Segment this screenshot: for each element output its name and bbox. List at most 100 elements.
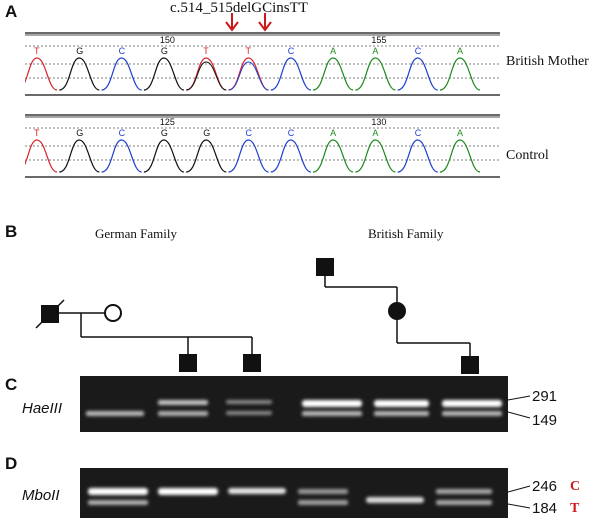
control-peak (312, 139, 354, 173)
gel-band (302, 400, 362, 407)
british-family-label: British Family (368, 226, 444, 241)
control-peak (25, 139, 58, 173)
mother-position-155: 155 (371, 35, 386, 45)
mutation-arrow-1 (225, 13, 239, 32)
gel-band (374, 400, 429, 407)
panel-d-letter: D (5, 454, 18, 473)
gel-band (374, 411, 429, 416)
allele-t-label: T (570, 501, 580, 516)
gel-band (88, 488, 148, 495)
mother-overlap-peak (186, 61, 227, 91)
control-peak (101, 139, 142, 173)
control-position-125: 125 (160, 117, 175, 127)
affected-son (461, 356, 479, 374)
control-peak (355, 139, 396, 173)
mother-peak (270, 57, 312, 91)
deceased-slash (35, 299, 65, 329)
gel-band (302, 411, 362, 416)
unaffected-mother (104, 304, 122, 322)
mother-base-call: C (415, 46, 422, 56)
mutation-arrow-2 (258, 13, 272, 32)
mother-base-call: G (161, 46, 168, 56)
mother-peak (312, 57, 354, 91)
control-base-call: C (288, 128, 295, 138)
mother-peak (355, 57, 396, 91)
panel-c-letter: C (5, 375, 18, 394)
mother-base-call: T (246, 46, 252, 56)
control-position-130: 130 (371, 117, 386, 127)
control-base-call: A (372, 128, 378, 138)
sample-label-control: Control (506, 148, 549, 163)
german-family-label: German Family (95, 226, 177, 241)
control-base-call: C (246, 128, 253, 138)
gel-band (442, 400, 502, 407)
gel-band (298, 500, 348, 505)
mother-base-call: C (288, 46, 295, 56)
mother-base-call: T (34, 46, 40, 56)
pedigree (35, 258, 479, 374)
gel-band (436, 489, 492, 494)
mother-peak (439, 57, 481, 91)
german-pedigree (35, 299, 261, 372)
gel-band (158, 400, 208, 405)
mother-peak (397, 57, 438, 91)
gel-mboii (80, 468, 508, 518)
band-size-246: 246 (532, 478, 558, 495)
control-base-call: C (415, 128, 422, 138)
control-base-call: C (119, 128, 126, 138)
panel-b-letter: B (5, 222, 18, 241)
control-peak (143, 139, 185, 173)
mutation-label: c.514_515delGCinsTT (170, 0, 308, 16)
control-peak (186, 139, 227, 173)
affected-son-2 (243, 354, 261, 372)
gel-band (226, 400, 272, 404)
control-peak (228, 139, 269, 173)
mother-base-call: C (119, 46, 126, 56)
gel-band (158, 488, 218, 495)
control-base-call: G (203, 128, 210, 138)
mother-peak (59, 57, 100, 91)
control-peak (59, 139, 100, 173)
gel-band (442, 411, 502, 416)
gel-band (366, 497, 424, 503)
band-size-149: 149 (532, 412, 558, 429)
allele-c-label: C (570, 479, 581, 494)
control-peak (439, 139, 481, 173)
gel-band (298, 489, 348, 494)
control-base-call: G (161, 128, 168, 138)
mother-peak (101, 57, 142, 91)
gel-band (158, 411, 208, 416)
mother-base-call: T (203, 46, 209, 56)
panel-a-letter: A (5, 2, 18, 21)
enzyme-label-mboii: MboII (22, 487, 60, 504)
mother-base-call: A (457, 46, 463, 56)
gel-band (228, 488, 286, 494)
control-base-call: A (330, 128, 336, 138)
band-size-291: 291 (532, 388, 558, 405)
mother-base-call: A (372, 46, 378, 56)
affected-son-1 (179, 354, 197, 372)
mother-overlap-peak (228, 61, 269, 91)
control-base-call: G (76, 128, 83, 138)
gel-band (88, 500, 148, 505)
affected-grandfather (316, 258, 334, 276)
mother-base-call: G (76, 46, 83, 56)
sample-label-british-mother: British Mother (506, 54, 589, 69)
band-size-184: 184 (532, 500, 558, 517)
gel-haeiii (80, 376, 508, 432)
mother-peak (25, 57, 58, 91)
gel-band (86, 411, 144, 416)
control-peak (270, 139, 312, 173)
control-base-call: T (34, 128, 40, 138)
mother-position-150: 150 (160, 35, 175, 45)
mother-base-call: A (330, 46, 336, 56)
affected-mother (388, 302, 406, 320)
mother-peak (143, 57, 185, 91)
enzyme-label-haeiii: HaeIII (22, 400, 63, 417)
chromatogram-arrows (225, 13, 272, 32)
gel-band (226, 411, 272, 415)
control-peak (397, 139, 438, 173)
british-pedigree (316, 258, 479, 374)
